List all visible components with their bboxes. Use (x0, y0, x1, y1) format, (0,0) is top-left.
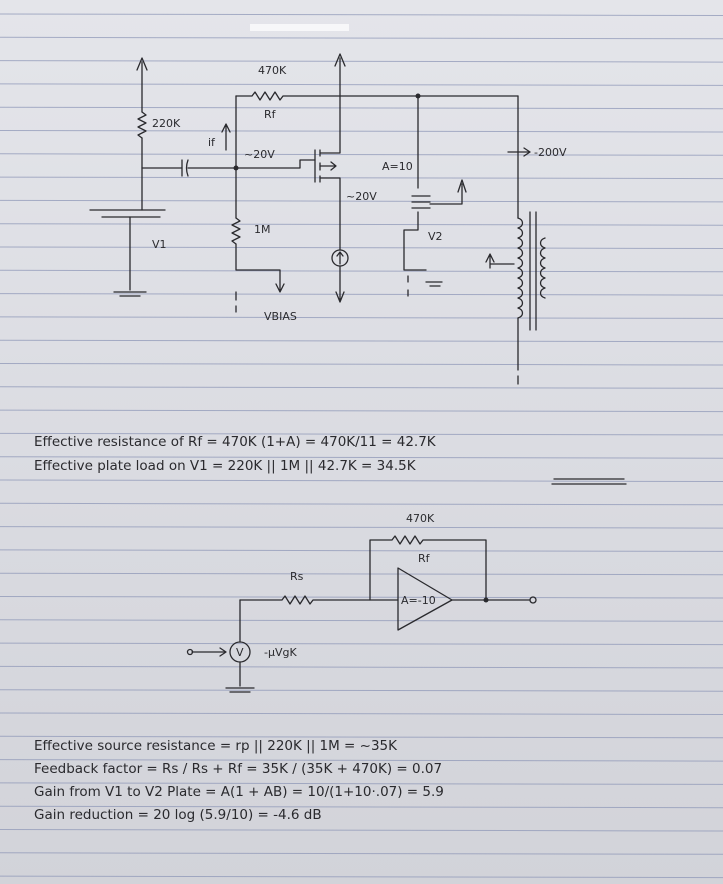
ruled-line (0, 502, 723, 506)
calc2-line1: Effective source resistance = rp || 220K… (34, 738, 398, 754)
ruled-line (0, 852, 723, 855)
ruled-line (0, 246, 723, 249)
calc2-line2: Feedback factor = Rs / Rs + Rf = 35K / (… (34, 761, 442, 777)
ruled-line (0, 805, 723, 809)
label-plate-voltage: ~20V (346, 190, 377, 203)
ruled-line (0, 572, 723, 576)
label-grid-voltage: ~20V (244, 148, 275, 161)
model-rf-value: 470K (406, 512, 435, 525)
ruled-line (0, 130, 723, 133)
label-supply: -200V (534, 146, 567, 159)
ruled-line (0, 596, 723, 599)
ruled-line (0, 60, 723, 63)
ruled-line (0, 759, 723, 762)
ruled-line (0, 293, 723, 296)
ruled-line (0, 735, 723, 739)
ruled-line (0, 106, 723, 110)
tape-strip (250, 24, 349, 31)
ruled-line (0, 829, 723, 832)
ruled-line (0, 642, 723, 646)
label-v1: V1 (152, 238, 167, 251)
ruled-line (0, 386, 723, 389)
result-underline (551, 478, 627, 485)
label-1m: 1M (254, 223, 271, 236)
ruled-line (0, 36, 723, 40)
label-if: if (208, 136, 216, 149)
label-rf: Rf (264, 108, 277, 121)
ruled-line (0, 712, 723, 715)
ruled-line (0, 549, 723, 552)
ruled-line (0, 782, 723, 785)
label-rf-value: 470K (258, 64, 287, 77)
calc1-line1: Effective resistance of Rf = 470K (1+A) … (34, 434, 437, 450)
ruled-line (0, 176, 723, 180)
model-source-symbol: V (236, 646, 244, 659)
ruled-line (0, 619, 723, 622)
ruled-line (0, 432, 723, 436)
label-v2: V2 (428, 230, 443, 243)
model-amp-gain: A=-10 (401, 594, 436, 607)
ruled-line (0, 223, 723, 226)
label-220k: 220K (152, 117, 181, 130)
ruled-line (0, 875, 723, 879)
ruled-line (0, 83, 723, 86)
ruled-line (0, 13, 723, 16)
ruled-line (0, 153, 723, 156)
ruled-line (0, 409, 723, 413)
ruled-line (0, 363, 723, 366)
ruled-line (0, 689, 723, 692)
ruled-line (0, 526, 723, 529)
model-rf-name: Rf (418, 552, 431, 565)
ruled-line (0, 269, 723, 273)
top-schematic (89, 53, 546, 385)
ruled-line (0, 199, 723, 203)
label-gain: A=10 (382, 160, 413, 173)
calc2-line4: Gain reduction = 20 log (5.9/10) = -4.6 … (34, 807, 322, 823)
ruled-line (0, 479, 723, 482)
model-rs-name: Rs (290, 570, 304, 583)
calc2-line3: Gain from V1 to V2 Plate = A(1 + AB) = 1… (34, 784, 444, 800)
ruled-line (0, 665, 723, 669)
feedback-model (186, 535, 537, 693)
ruled-line (0, 339, 723, 343)
ruled-line (0, 316, 723, 319)
calc1-line2: Effective plate load on V1 = 220K || 1M … (34, 458, 417, 474)
ruled-line (0, 456, 723, 459)
label-vbias: VBIAS (264, 310, 297, 323)
model-source-label: -μVgK (264, 646, 297, 659)
